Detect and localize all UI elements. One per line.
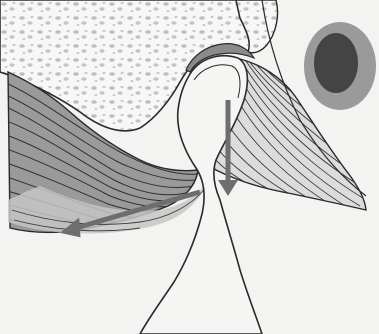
ear-canal bbox=[304, 22, 376, 110]
